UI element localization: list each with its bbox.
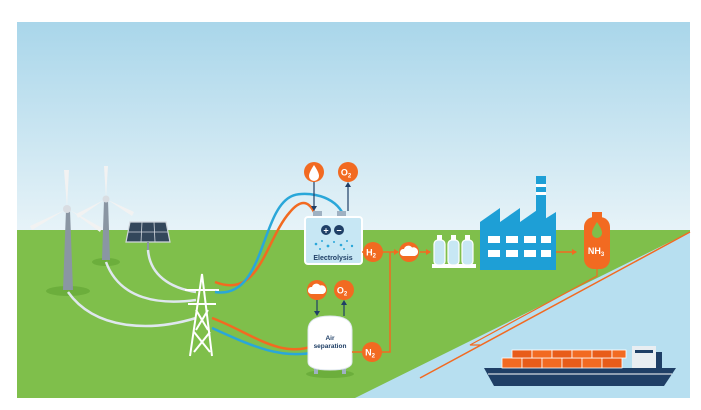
turbine-blade [108, 200, 134, 216]
chimney-band [536, 192, 546, 195]
tower-frame [189, 273, 213, 357]
loading-pipe [469, 269, 598, 346]
wind-turbines [30, 166, 134, 296]
n2-to-merge [382, 252, 391, 353]
containers [501, 349, 627, 369]
air-separation-label-line1: Air [325, 335, 335, 342]
nh3-tank: NH3 [584, 212, 610, 269]
compressor-node [399, 242, 419, 262]
turbine-hub [102, 195, 110, 203]
nh3-tank-body [584, 217, 610, 269]
electrolysis-tank [304, 216, 363, 265]
ship-bridge [632, 346, 656, 368]
chimney [536, 176, 546, 226]
turbine-shadow [46, 286, 90, 296]
air-separation-tank [307, 315, 353, 371]
cylinder-rack [432, 264, 476, 268]
o2-side-arrowhead [341, 300, 347, 305]
transmission-tower [185, 273, 219, 357]
electrolysis-unit: + − Electrolysis [304, 211, 363, 265]
bridge-window [635, 350, 653, 353]
ammonia-factory [480, 176, 556, 270]
o2-output-badge [338, 162, 358, 182]
solar-grid-line [153, 221, 156, 243]
sky [17, 22, 690, 232]
o2-side-label: O2 [337, 286, 348, 298]
water-arrowhead [311, 206, 317, 211]
orange-feed-line [211, 316, 317, 351]
ship-hull [484, 368, 676, 386]
water-drop-icon [592, 222, 602, 238]
cylinder-cap [437, 235, 442, 240]
o2-arrowhead [345, 182, 351, 187]
nh3-label: NH3 [588, 246, 605, 258]
landscape [17, 22, 691, 398]
storage-cylinders [432, 235, 476, 268]
air-arrowhead [314, 311, 320, 316]
water-drop-icon [309, 165, 319, 181]
electric-feed-lines [211, 192, 344, 356]
pipe [469, 269, 598, 346]
h2-node: H2 [363, 242, 383, 262]
turbine-hub [63, 205, 71, 213]
minus-terminal-badge [334, 225, 344, 235]
ship-funnel [656, 352, 662, 368]
cylinder [447, 239, 460, 266]
air-separation-io: O2 [307, 280, 354, 316]
blue-feed-line [214, 192, 344, 294]
container-ship [484, 346, 676, 386]
h2-label: H2 [366, 248, 377, 260]
electrolysis-label: Electrolysis [313, 255, 352, 262]
nh3-tank-cap [592, 212, 602, 218]
cylinder [433, 239, 446, 266]
tower-brace [195, 309, 209, 331]
n2-node: N2 [362, 342, 382, 362]
h2-badge [363, 242, 383, 262]
air-separation-leg [342, 366, 346, 374]
solar-panel [125, 221, 171, 252]
o2-side-badge [334, 280, 354, 300]
air-separation-label-line2: separation [314, 343, 347, 350]
turbine-blade [76, 200, 104, 218]
electrolysis-terminal [337, 211, 346, 217]
quay-line [419, 231, 691, 379]
air-separation-shadow [306, 370, 354, 378]
plus-sign: + [323, 226, 328, 236]
cable [104, 261, 197, 303]
cylinder-cap [451, 235, 456, 240]
tower-brace [193, 331, 211, 353]
n2-label: N2 [365, 348, 376, 360]
turbine-blade [30, 210, 65, 230]
factory-windows [488, 236, 551, 257]
solar-grid-line [140, 221, 143, 243]
n2-badge [362, 342, 382, 362]
o2-output-label: O2 [341, 168, 352, 180]
turbine-tower [63, 210, 73, 290]
blue-feed-line [211, 326, 317, 356]
turbine-blade [104, 166, 108, 198]
cable [66, 291, 197, 328]
air-separation-unit: Air separation [306, 315, 354, 378]
minus-sign: − [336, 226, 341, 236]
cylinder [461, 239, 474, 266]
electrolysis-io: O2 [304, 162, 358, 211]
turbine-blade [64, 170, 69, 207]
air-separation-leg [314, 366, 318, 374]
bubbles [314, 240, 354, 250]
compressor-arrowhead [394, 249, 399, 255]
chimney-band [536, 184, 546, 187]
electrolysis-terminal [313, 211, 322, 217]
cloud-icon [307, 283, 327, 294]
cylinder-cap [465, 235, 470, 240]
nh3-arrowhead [572, 249, 577, 255]
storage-arrowhead [426, 249, 431, 255]
plus-terminal-badge [321, 225, 331, 235]
cloud-icon [399, 245, 418, 256]
turbine-tower [102, 200, 110, 260]
